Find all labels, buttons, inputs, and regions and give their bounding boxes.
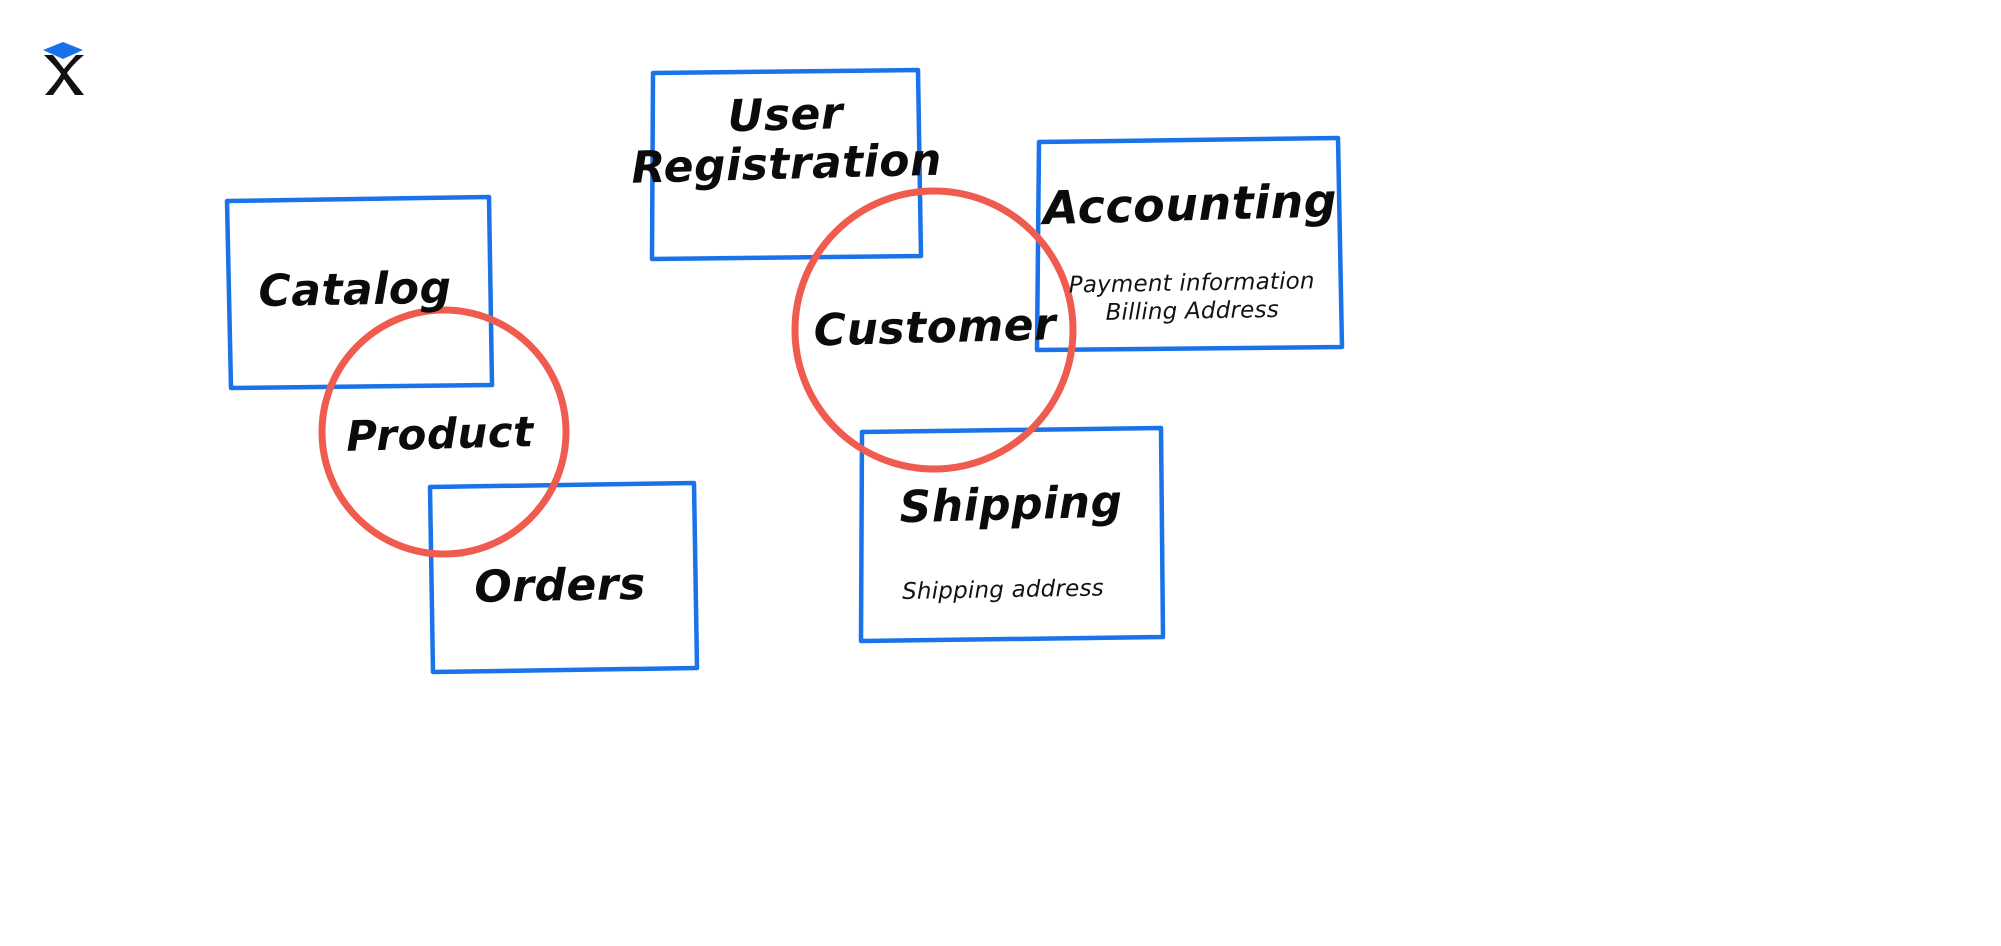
user-registration-rect-outline bbox=[649, 67, 924, 262]
shape-orders[interactable] bbox=[427, 480, 700, 675]
logo-letter-x-icon bbox=[44, 55, 84, 95]
shipping-rect-outline bbox=[858, 425, 1166, 644]
excalidraw-x-logo[interactable] bbox=[36, 38, 90, 98]
shape-catalog[interactable] bbox=[224, 194, 495, 391]
shape-user-registration[interactable] bbox=[649, 67, 924, 262]
product-circle-outline bbox=[318, 306, 570, 558]
catalog-rect-outline bbox=[224, 194, 495, 391]
orders-rect-outline bbox=[427, 480, 700, 675]
logo-svg bbox=[43, 42, 84, 95]
accounting-rect-outline bbox=[1034, 135, 1345, 353]
shape-product[interactable] bbox=[318, 306, 570, 558]
logo-diamond-icon bbox=[43, 42, 83, 59]
shape-customer[interactable] bbox=[791, 187, 1077, 473]
shape-accounting[interactable] bbox=[1034, 135, 1345, 353]
customer-circle-outline bbox=[791, 187, 1077, 473]
shape-shipping[interactable] bbox=[858, 425, 1166, 644]
